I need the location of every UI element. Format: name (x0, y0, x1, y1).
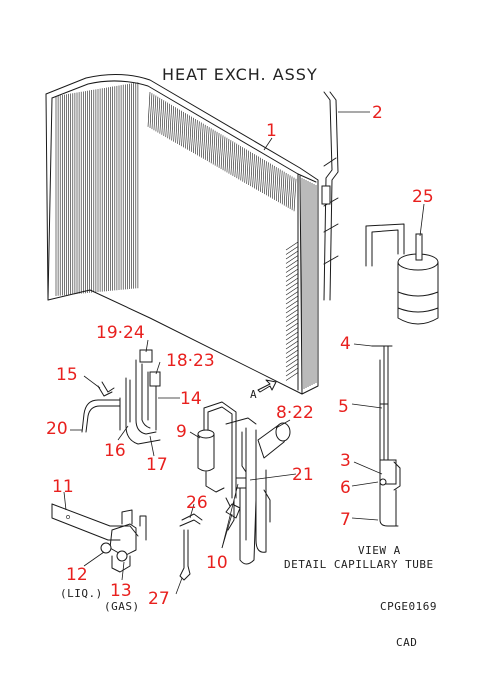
callout-10: 10 (206, 553, 228, 573)
label-view-a: VIEW A (358, 544, 401, 557)
callout-11: 11 (52, 477, 74, 497)
callout-27: 27 (148, 589, 170, 609)
callout-21: 21 (292, 465, 314, 485)
label-cad: CAD (396, 636, 417, 649)
label-liq: (LIQ.) (60, 587, 103, 600)
callout-9: 9 (176, 422, 187, 442)
callout-16: 16 (104, 441, 126, 461)
callout-19-24: 19·24 (96, 323, 145, 343)
callout-18-23: 18·23 (166, 351, 215, 371)
callout-17: 17 (146, 455, 168, 475)
callout-8-22: 8·22 (276, 403, 314, 423)
heat-exchanger-coil (45, 73, 319, 395)
callout-20: 20 (46, 419, 68, 439)
callout-numbers: 1 2 25 4 5 3 6 7 8·22 9 10 21 26 27 11 1… (46, 103, 434, 609)
left-piping-assembly (81, 349, 161, 445)
label-detail-capillary: DETAIL CAPILLARY TUBE (284, 558, 434, 571)
diagram-title: HEAT EXCH. ASSY (162, 65, 318, 84)
capillary-tube-detail (371, 345, 401, 527)
callout-1: 1 (266, 121, 277, 141)
callout-4: 4 (340, 334, 351, 354)
view-a-arrow (257, 379, 277, 393)
coil-fins (55, 82, 317, 390)
callout-15: 15 (56, 365, 78, 385)
callout-26: 26 (186, 493, 208, 513)
callout-5: 5 (338, 397, 349, 417)
part-25-accumulator (365, 223, 439, 325)
callout-12: 12 (66, 565, 88, 585)
callout-6: 6 (340, 478, 351, 498)
callout-14: 14 (180, 389, 202, 409)
label-gas: (GAS) (104, 600, 140, 613)
callout-2: 2 (372, 103, 383, 123)
callout-25: 25 (412, 187, 434, 207)
label-view-marker: A (250, 388, 257, 401)
leader-lines (63, 111, 425, 595)
label-drawing-code: CPGE0169 (380, 600, 437, 613)
text-labels: (LIQ.) (GAS) A VIEW A DETAIL CAPILLARY T… (60, 388, 437, 649)
part-2-pipe (321, 91, 339, 301)
callout-3: 3 (340, 451, 351, 471)
callout-7: 7 (340, 510, 351, 530)
middle-piping-assembly (179, 401, 291, 581)
part-11-valve-bracket (51, 503, 147, 573)
callout-13: 13 (110, 581, 132, 601)
